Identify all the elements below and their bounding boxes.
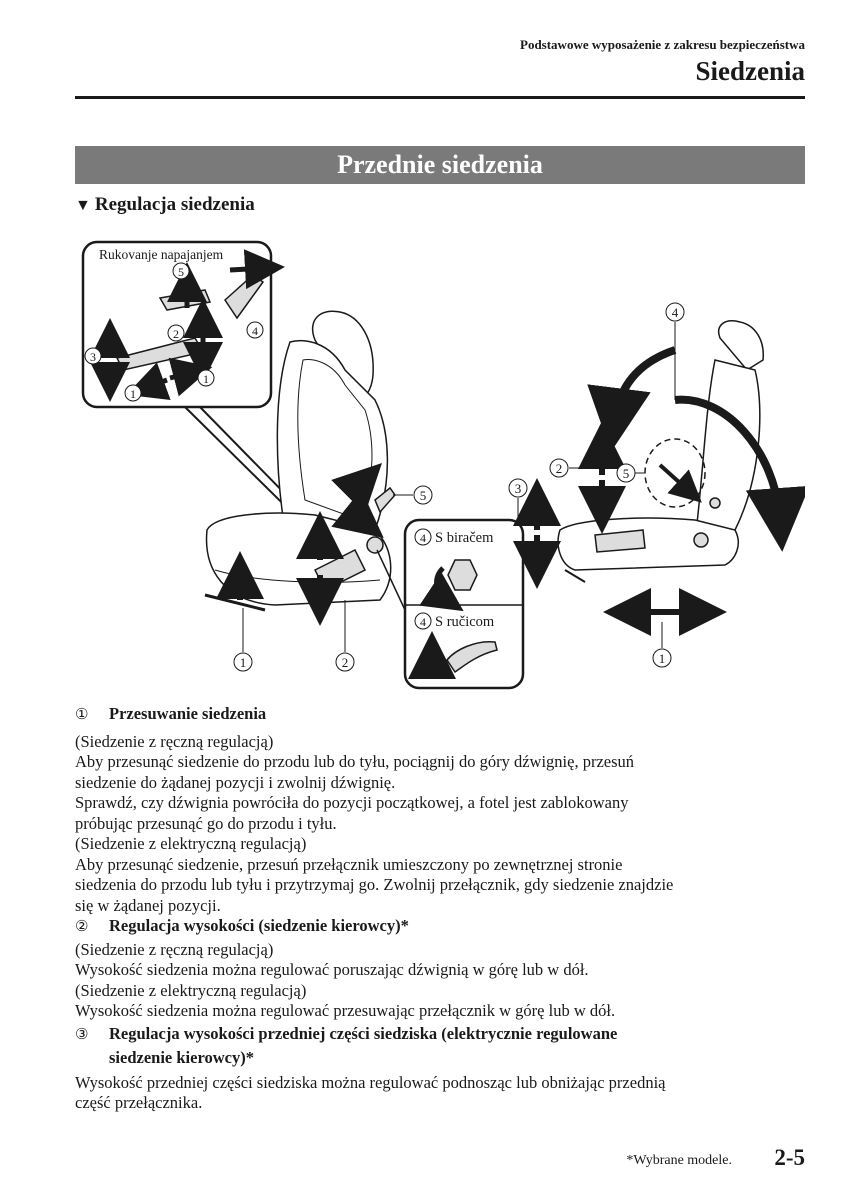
triangle-marker-icon: ▼: [75, 197, 91, 214]
marker-5-left: 5: [420, 488, 427, 503]
inset-marker-4: 4: [252, 324, 258, 338]
subheading: ▼Regulacja siedzenia: [75, 194, 255, 216]
item-2-title: Regulacja wysokości (siedzenie kierowcy)…: [109, 916, 409, 935]
item-1-line: Aby przesunąć siedzenie, przesuń przełąc…: [75, 854, 623, 874]
header-section-title: Podstawowe wyposażenie z zakresu bezpiec…: [520, 37, 805, 52]
callout-dial-label: S biračem: [435, 530, 494, 546]
dial-knob-icon: [447, 559, 478, 591]
item-1-title: Przesuwanie siedzenia: [109, 704, 267, 723]
item-3-title: Regulacja wysokości przedniej części sie…: [109, 1023, 618, 1043]
marker-2-left: 2: [342, 655, 349, 670]
marker-3-right: 3: [515, 481, 522, 496]
marker-4-right: 4: [672, 305, 679, 320]
item-2-line: Wysokość siedzenia można regulować porus…: [75, 960, 589, 979]
marker-5-right: 5: [623, 466, 630, 481]
page-number: 2-5: [774, 1145, 805, 1170]
instructions-body: ① Przesuwanie siedzenia (Siedzenie z ręc…: [75, 704, 805, 1114]
lever-handle-icon: [446, 641, 498, 674]
item-1-line: próbując przesunąć go do przodu i tyłu.: [75, 813, 337, 833]
marker-1-left: 1: [240, 655, 247, 670]
item-1-line: się w żądanej pozycji.: [75, 895, 221, 915]
subheading-text: Regulacja siedzenia: [94, 194, 255, 215]
seat-left-view: 1 2 5: [204, 310, 433, 672]
item-2-line: Wysokość siedzenia można regulować przes…: [75, 1001, 616, 1020]
item-2-heading: ② Regulacja wysokości (siedzenie kierowc…: [75, 916, 805, 937]
item-2-line: (Siedzenie z ręczną regulacją): [75, 939, 274, 959]
item-1-line: Aby przesunąć siedzenie do przodu lub do…: [75, 752, 635, 771]
inset-marker-3: 3: [90, 350, 96, 364]
item-3-line: Wysokość przedniej części siedziska możn…: [75, 1072, 666, 1092]
callout-lever-label: S ručicom: [435, 614, 495, 630]
seat-adjustment-illustration: Rukovanje napajanjem 5 4 2 3 1: [75, 230, 805, 695]
item-3-heading: ③ Regulacja wysokości przedniej części s…: [75, 1022, 805, 1046]
inset-marker-1: 1: [203, 372, 209, 386]
item-1-heading: ① Przesuwanie siedzenia: [75, 704, 805, 725]
item-3-title-cont: siedzenie kierowcy)*: [109, 1047, 254, 1067]
footnote: *Wybrane modele.: [626, 1153, 732, 1168]
item-1-line: siedzenie do żądanej pozycji i zwolnij d…: [75, 772, 396, 792]
inset-marker-2: 2: [173, 327, 179, 341]
item-1-line: siedzenia do przodu lub tyłu i przytrzym…: [75, 875, 674, 894]
recliner-callout: 4 S biračem 4 S ručicom: [376, 518, 525, 690]
page-title: Siedzenia: [695, 56, 805, 86]
item-2-line: (Siedzenie z elektryczną regulacją): [75, 980, 307, 1000]
item-1-line: (Siedzenie z ręczną regulacją): [75, 731, 274, 751]
section-banner: Przednie siedzenia: [75, 146, 805, 184]
marker-1-right: 1: [659, 651, 666, 666]
item-2-number: ②: [75, 917, 89, 935]
svg-text:4: 4: [420, 615, 426, 629]
item-1-line: (Siedzenie z elektryczną regulacją): [75, 834, 307, 853]
inset-marker-5: 5: [178, 265, 184, 279]
marker-2-right: 2: [556, 461, 563, 476]
item-1-number: ①: [75, 705, 89, 723]
item-3-line: część przełącznika.: [75, 1093, 203, 1112]
svg-text:4: 4: [420, 531, 426, 545]
header-divider: [75, 96, 805, 99]
seat-right-view: 4 2 5 3 1: [508, 302, 805, 668]
power-controls-inset: Rukovanje napajanjem 5 4 2 3 1: [81, 240, 285, 409]
inset-marker-1b: 1: [130, 387, 136, 401]
item-1-line: Sprawdź, czy dźwignia powróciła do pozyc…: [75, 793, 629, 812]
item-3-number: ③: [75, 1024, 89, 1043]
inset-title: Rukovanje napajanjem: [99, 247, 224, 262]
